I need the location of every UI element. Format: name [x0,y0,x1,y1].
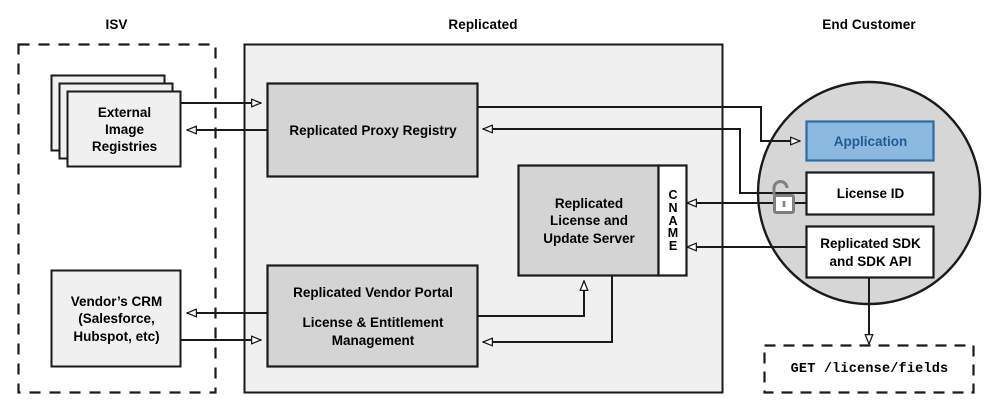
zone-title-end-customer: End Customer [822,17,916,32]
replicated-proxy-registry-node[interactable] [268,84,478,177]
api-request-node[interactable] [765,346,974,393]
external-image-registries-node[interactable] [68,92,181,167]
cname-strip-box [657,164,688,277]
connector-license-server-to-portal [483,275,613,342]
replicated-license-update-server-box [517,164,660,277]
external-image-registries-box [66,90,182,168]
replicated-sdk-box [805,225,935,279]
vendors-crm-node[interactable] [52,271,181,367]
cname-strip-node[interactable] [659,166,687,276]
zone-title-replicated: Replicated [448,17,518,32]
replicated-proxy-registry-box [266,82,479,178]
replicated-license-update-server-node[interactable] [519,166,659,276]
replicated-sdk-node[interactable] [807,227,934,278]
zone-title-isv: ISV [105,17,128,32]
unlock-icon [772,180,795,214]
application-node[interactable] [807,122,934,161]
license-id-node[interactable] [807,173,934,215]
vendors-crm-box [50,269,182,368]
license-id-box [805,171,935,216]
replicated-vendor-portal-node[interactable] [268,266,478,367]
replicated-vendor-portal-box [266,264,479,368]
connector-proxy-to-application [477,106,800,141]
api-request-box [763,344,975,394]
application-box [805,120,935,162]
connector-portal-to-license-server [477,281,584,317]
zone-isv-panel [17,43,217,394]
